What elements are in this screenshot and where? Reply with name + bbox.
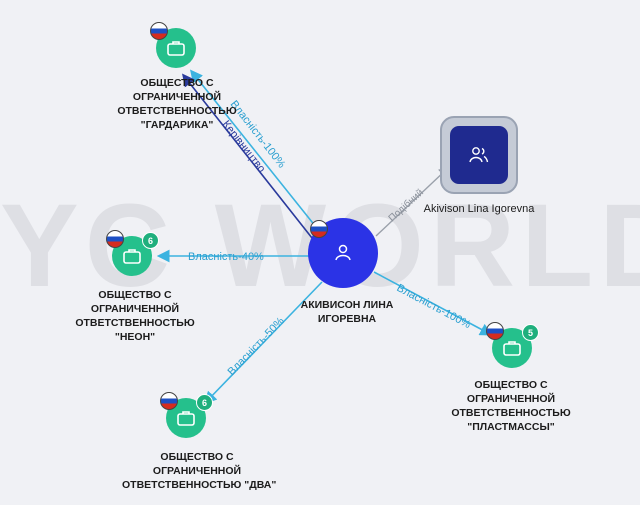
briefcase-icon [167, 41, 185, 56]
briefcase-icon [177, 411, 195, 426]
company-node-plastmassy[interactable]: 5 [486, 322, 539, 372]
group-icon [469, 147, 489, 163]
edge-gardarika-management[interactable] [182, 73, 313, 239]
russia-flag-icon [310, 220, 328, 238]
briefcase-icon [123, 249, 141, 264]
edge-gardarika-ownership[interactable] [190, 69, 321, 233]
russia-flag-icon [486, 322, 504, 340]
russia-flag-icon [160, 392, 178, 410]
russia-flag-icon [106, 230, 124, 248]
count-badge: 5 [522, 324, 539, 341]
edge-label-neon: Власність-40% [188, 251, 264, 263]
company-node-dva[interactable]: 6 [160, 392, 213, 442]
count-badge: 6 [196, 394, 213, 411]
similar-person-node[interactable] [440, 116, 518, 194]
edge-similar[interactable] [375, 166, 451, 237]
count-badge: 6 [142, 232, 159, 249]
edge-dva[interactable] [203, 281, 323, 405]
company-node-gardarika[interactable] [150, 22, 200, 72]
person-icon [335, 244, 351, 261]
company-node-neon[interactable]: 6 [106, 230, 159, 280]
similar-person-label: Akivison Lina Igorevna [423, 203, 535, 215]
person-node-center[interactable] [308, 218, 382, 292]
briefcase-icon [503, 341, 521, 356]
edge-plastmassy[interactable] [373, 271, 493, 336]
russia-flag-icon [150, 22, 168, 40]
